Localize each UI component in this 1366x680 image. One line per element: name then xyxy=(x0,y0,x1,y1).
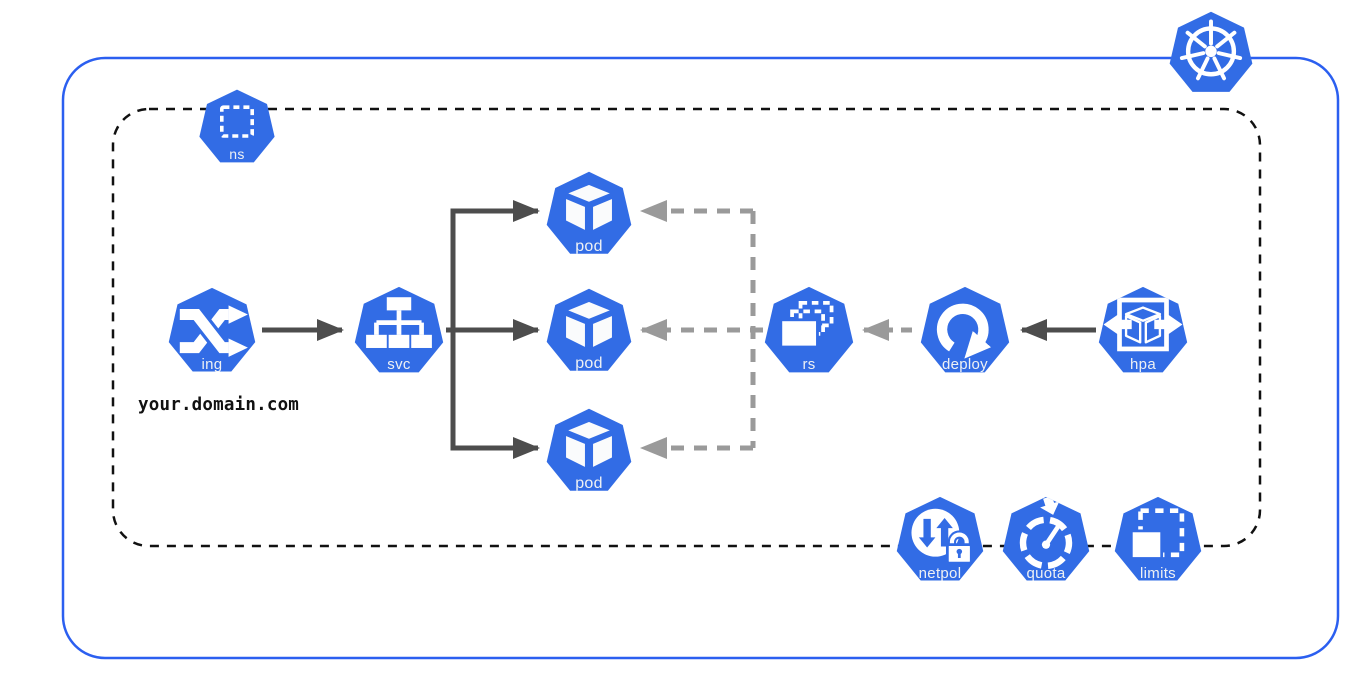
node-replicaset: rs xyxy=(764,286,854,374)
kubernetes-logo xyxy=(1169,11,1253,92)
node-hpa: hpa xyxy=(1098,286,1188,374)
networkpolicy-icon xyxy=(911,508,973,565)
ingress-host-label: your.domain.com xyxy=(138,395,300,415)
node-label: ing xyxy=(201,355,223,373)
ingress-icon xyxy=(179,305,248,357)
kubernetes-helm-wheel-icon xyxy=(1179,19,1243,81)
node-label: quota xyxy=(1026,564,1066,582)
node-networkpolicy: netpol xyxy=(896,496,984,582)
node-pod-3: pod xyxy=(546,408,632,492)
node-deployment: deploy xyxy=(920,286,1010,374)
node-label: svc xyxy=(387,356,411,374)
node-label: netpol xyxy=(918,564,962,582)
pod-icon xyxy=(563,299,615,351)
hpa-icon xyxy=(1103,297,1183,352)
node-label: pod xyxy=(575,474,603,492)
node-label: rs xyxy=(802,356,816,374)
node-label: hpa xyxy=(1130,356,1156,374)
node-service: svc xyxy=(354,286,444,374)
service-icon xyxy=(366,297,432,348)
node-label: pod xyxy=(575,354,603,372)
pod-icon xyxy=(563,419,615,471)
node-label: pod xyxy=(575,237,603,255)
namespace-boundary xyxy=(111,107,1262,548)
node-limitrange: limits xyxy=(1114,496,1202,582)
resourcequota-icon xyxy=(1019,496,1073,570)
node-label: ns xyxy=(229,145,245,162)
replicaset-icon xyxy=(779,300,834,349)
node-pod-2: pod xyxy=(546,288,632,372)
node-ingress: ing xyxy=(168,287,256,373)
node-resourcequota: quota xyxy=(1002,496,1090,582)
node-namespace: ns xyxy=(199,89,275,163)
limitrange-icon xyxy=(1129,508,1185,560)
deployment-icon xyxy=(936,303,992,359)
namespace-icon xyxy=(220,105,254,138)
node-label: deploy xyxy=(941,356,988,374)
node-label: limits xyxy=(1140,564,1176,582)
pod-icon xyxy=(563,182,615,234)
node-pod-1: pod xyxy=(546,171,632,255)
cluster-boundary xyxy=(61,56,1340,660)
